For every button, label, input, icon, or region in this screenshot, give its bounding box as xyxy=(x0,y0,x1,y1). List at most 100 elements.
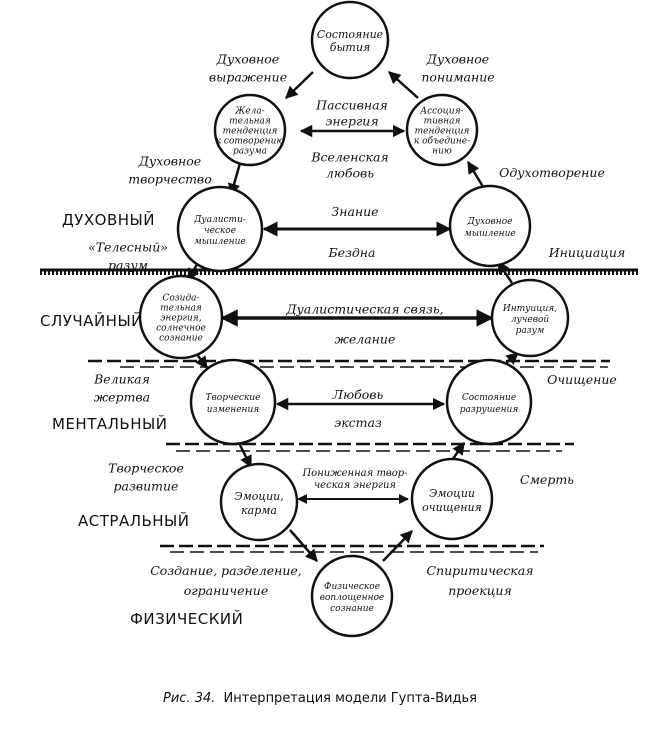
label-knowledge: Знание xyxy=(331,204,378,219)
levels: ДУХОВНЫЙ СЛУЧАЙНЫЙ МЕНТАЛЬНЫЙ АСТРАЛЬНЫЙ… xyxy=(40,210,243,628)
text-line: Великая xyxy=(93,371,150,386)
text-line: Эмоции xyxy=(429,487,475,500)
label-purification: Очищение xyxy=(547,372,617,387)
arrow-top-to-r1-left xyxy=(285,71,314,99)
text-line: тельная xyxy=(160,304,202,314)
node-label: Духовное мышление xyxy=(464,217,515,239)
text-line: Пониженная твор- xyxy=(301,468,408,479)
label-dualistic-bond: Дуалистическая связь, желание xyxy=(285,302,443,347)
text-line: сознание xyxy=(159,334,203,344)
level-mental: МЕНТАЛЬНЫЙ xyxy=(52,414,167,433)
caption-text: Интерпретация модели Гупта-Видья xyxy=(224,691,477,706)
node-spiritual-thinking: Духовное мышление xyxy=(448,184,532,268)
label-creation-division-limitation: Создание, разделение,ограничение xyxy=(150,563,302,598)
text-line: разума xyxy=(233,147,267,157)
text-line: Духовное xyxy=(467,217,513,227)
text-line: Любовь xyxy=(332,387,384,402)
text-line: Физическое xyxy=(324,582,380,592)
text-line: тенденция xyxy=(223,127,278,137)
text-line: воплощенное xyxy=(320,593,385,603)
node-label: Эмоции,карма xyxy=(234,490,284,517)
text-line: творчество xyxy=(128,171,211,186)
text-line: выражение xyxy=(209,69,287,84)
text-line: Пассивная xyxy=(315,98,388,113)
arrow-r4-right-to-r3-right xyxy=(504,352,519,366)
arrow-bottom-to-r5-right xyxy=(382,530,413,562)
text-line: разум xyxy=(108,257,148,272)
text-line: солнечное xyxy=(156,324,206,334)
level-physical: ФИЗИЧЕСКИЙ xyxy=(130,609,243,628)
text-line: желание xyxy=(335,332,396,347)
level-causal: СЛУЧАЙНЫЙ xyxy=(40,311,143,330)
text-line: энергия xyxy=(325,114,378,129)
text-line: очищения xyxy=(422,501,482,514)
arrow-r1-right-to-top xyxy=(388,71,419,99)
text-line: разум xyxy=(516,326,545,336)
text-line: Состояние xyxy=(462,393,516,403)
label-initiation: Инициация xyxy=(548,245,625,260)
text-line: Духовное xyxy=(138,153,201,168)
text-line: Интуиция, xyxy=(502,304,557,314)
text-line: Созида- xyxy=(162,294,199,304)
label-abyss: Бездна xyxy=(327,245,375,260)
text-line: любовь xyxy=(326,166,374,181)
text-line: нию xyxy=(432,147,452,157)
text-line: понимание xyxy=(421,69,494,84)
caption-prefix: Рис. 34. xyxy=(163,691,215,706)
text-line: ческая энергия xyxy=(314,480,396,491)
annotations: Духовное выражение Духовное понимание Пасс… xyxy=(88,51,625,598)
text-line: Состояние xyxy=(317,28,384,41)
text-line: тельная xyxy=(229,117,271,127)
text-line: экстаз xyxy=(334,415,382,430)
text-line: Дуалисти- xyxy=(193,215,246,225)
text-line: Дуалистическая связь, xyxy=(285,302,443,317)
text-line: жертва xyxy=(94,389,150,404)
text-line: ограничение xyxy=(184,583,268,598)
label-lower-creative-energy: Пониженная твор-ческая энергия xyxy=(301,468,408,491)
text-line: лучевой xyxy=(511,315,550,325)
text-line: Жела- xyxy=(234,107,265,117)
level-astral: АСТРАЛЬНЫЙ xyxy=(78,511,190,530)
text-line: Эмоции, xyxy=(234,490,284,503)
text-line: Ассоция- xyxy=(419,107,463,117)
figure-caption: Рис. 34. Интерпретация модели Гупта-Видь… xyxy=(163,691,477,706)
text-line: Духовное xyxy=(216,51,279,66)
text-line: «Телесный» xyxy=(88,239,168,254)
horizontal-arrows xyxy=(220,124,494,504)
text-line: мышление xyxy=(464,229,515,239)
text-line: сознание xyxy=(330,604,374,614)
text-line: Духовное xyxy=(426,51,489,66)
arrow-r4-left-to-r5-left xyxy=(237,442,253,469)
text-line: изменения xyxy=(207,405,259,415)
text-line: к объедине- xyxy=(414,136,470,147)
label-death: Смерть xyxy=(520,472,574,487)
text-line: к сотворению xyxy=(216,137,285,147)
level-separators xyxy=(40,268,638,553)
label-love-ecstasy: Любовь экстаз xyxy=(332,387,384,430)
text-line: бытия xyxy=(330,41,370,54)
text-line: ческое xyxy=(204,226,236,236)
label-spiritual-creativity: Духовное творчество xyxy=(128,153,211,186)
text-line: тенденция xyxy=(415,127,470,137)
arrow-r2-right-to-r1-right xyxy=(466,160,487,191)
